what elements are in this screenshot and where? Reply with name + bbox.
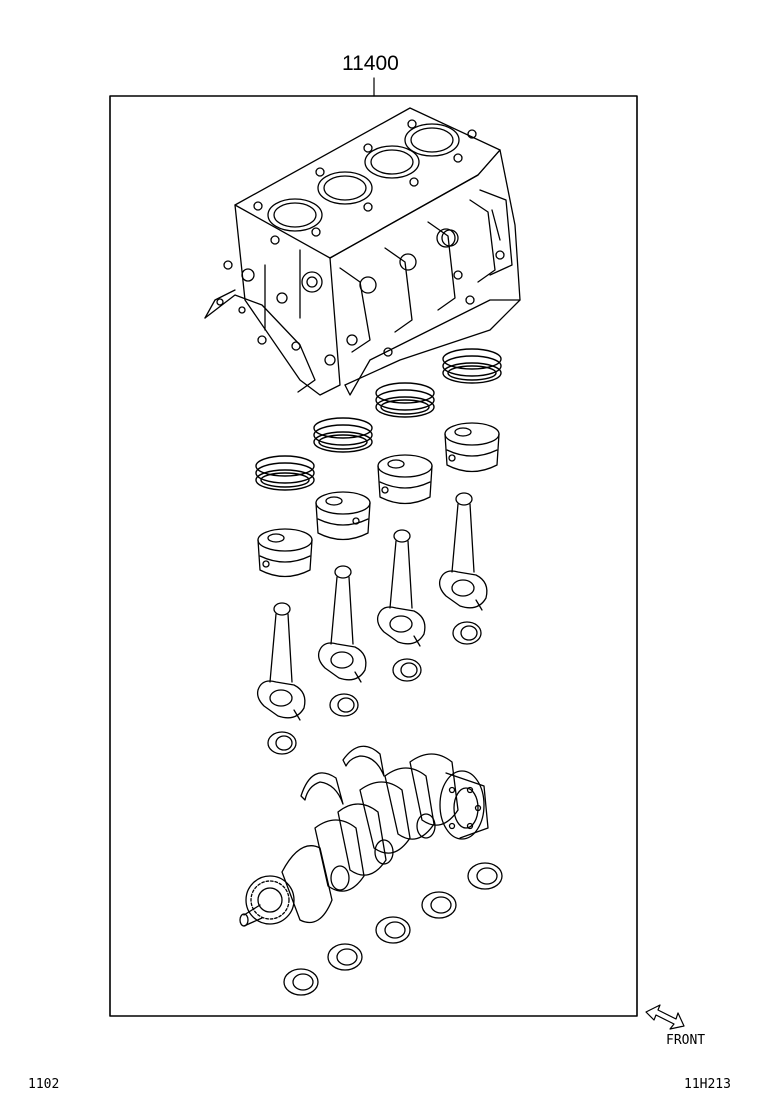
piston-ring-set — [376, 383, 434, 417]
connecting-rod — [258, 603, 305, 720]
crankshaft — [240, 754, 488, 926]
crankshaft-main-bearing — [422, 892, 456, 918]
thrust-washer — [301, 773, 343, 804]
crankshaft-main-bearing — [468, 863, 502, 889]
connecting-rod — [378, 530, 425, 646]
piston-ring-set — [443, 349, 501, 383]
crankshaft-main-bearing — [284, 969, 318, 995]
front-arrow-icon — [646, 1005, 684, 1029]
piston-ring-set — [314, 418, 372, 452]
page-code-left: 1102 — [28, 1077, 60, 1092]
connecting-rod-bearing — [393, 659, 421, 681]
connecting-rod-bearing — [330, 694, 358, 716]
piston-ring-set — [256, 456, 314, 490]
connecting-rod — [440, 493, 487, 610]
crankshaft-main-bearing — [376, 917, 410, 943]
piston — [316, 492, 370, 540]
part-number-label: 11400 — [342, 52, 399, 75]
piston — [378, 455, 432, 504]
connecting-rod — [319, 566, 366, 682]
connecting-rod-bearing — [453, 622, 481, 644]
page-code-right: 11H213 — [684, 1077, 731, 1092]
front-direction-label: FRONT — [666, 1033, 706, 1048]
connecting-rod-bearing — [268, 732, 296, 754]
piston — [445, 423, 499, 472]
crankshaft-main-bearing — [328, 944, 362, 970]
thrust-washer — [343, 746, 384, 776]
cylinder-block — [205, 108, 520, 395]
piston — [258, 529, 312, 577]
